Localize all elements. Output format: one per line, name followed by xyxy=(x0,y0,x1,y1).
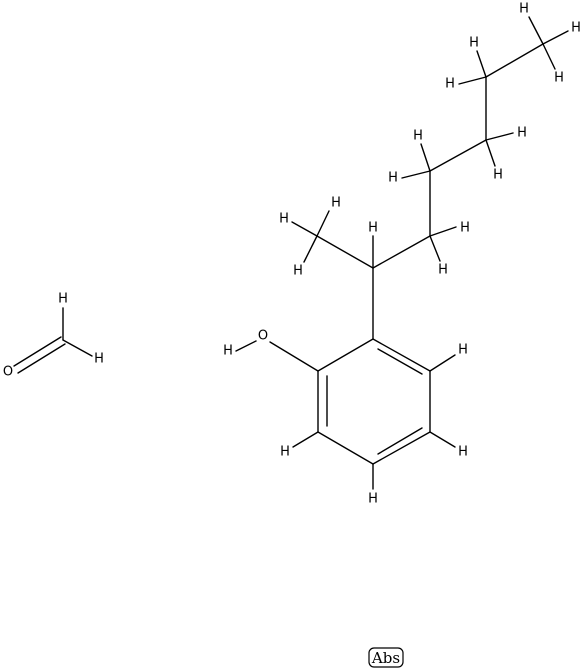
chain-bond-c3-c4 xyxy=(429,139,487,172)
ch-methyl-1 xyxy=(291,221,318,237)
o-h-bond xyxy=(235,340,257,352)
chain-h-label: H xyxy=(331,196,341,211)
formaldehyde-oxygen-label: O xyxy=(3,365,13,380)
ring-ch-bond-ur xyxy=(429,354,456,372)
chain-h-label: H xyxy=(368,221,378,236)
ch-c4-a xyxy=(485,132,514,141)
ch-methyl-3 xyxy=(303,235,318,263)
ring-h-lower-right-label: H xyxy=(458,445,468,460)
chain-h-label: H xyxy=(519,2,529,17)
ch-c4-b xyxy=(485,139,496,167)
benzene-ring: H H H H xyxy=(280,338,468,507)
ring-h-bottom-label: H xyxy=(368,492,378,507)
ch-c3-a xyxy=(401,170,431,179)
chain-h-label: H xyxy=(493,168,503,183)
ch-c5-b xyxy=(476,50,487,78)
alkyl-chain: H H H H H H H H H H H H H H H xyxy=(279,2,581,340)
ch-c5-a xyxy=(458,76,487,85)
ch-bond-right xyxy=(62,339,93,357)
chain-bond-c5-c6 xyxy=(485,43,544,78)
ring-h-lower-left-label: H xyxy=(280,445,290,460)
abs-flag-box xyxy=(368,647,404,668)
ch-c6-a xyxy=(528,16,544,45)
ring-bond-4 xyxy=(317,431,374,465)
chain-h-label: H xyxy=(554,71,564,86)
chain-h-label: H xyxy=(279,212,289,227)
ch-c3-b xyxy=(420,143,431,172)
chain-h-label: H xyxy=(571,21,581,36)
formaldehyde-molecule: O H H xyxy=(3,292,104,380)
ch-methyl-2 xyxy=(316,210,330,237)
ring-bond-6 xyxy=(317,338,374,372)
c-o-bond xyxy=(269,341,319,372)
ch-c2-a xyxy=(429,226,457,237)
chain-h-label: H xyxy=(293,264,303,279)
hydroxyl-group: O H xyxy=(223,329,319,372)
ch-c6-c xyxy=(542,43,556,70)
chain-h-label: H xyxy=(445,77,455,92)
chain-h-label: H xyxy=(388,171,398,186)
ring-ch-bond-ll xyxy=(292,431,319,448)
chain-h-label: H xyxy=(460,221,470,236)
ch-c2-b xyxy=(429,235,441,262)
ch-c6-b xyxy=(542,30,569,45)
formaldehyde-h-top-label: H xyxy=(58,292,68,307)
ring-bond-3-inner xyxy=(377,427,423,455)
chain-bond-c1-methyl xyxy=(316,235,374,269)
chain-h-label: H xyxy=(413,129,423,144)
ring-bond-1 xyxy=(372,338,431,372)
co-double-bond-a xyxy=(13,336,62,367)
ring-bond-3 xyxy=(372,431,431,465)
chain-h-label: H xyxy=(517,126,527,141)
chain-bond-c1-c2 xyxy=(372,235,431,269)
ring-ch-bond-lr xyxy=(429,431,456,448)
hydroxyl-oxygen-label: O xyxy=(258,329,268,344)
formaldehyde-h-right-label: H xyxy=(94,352,104,367)
hydroxyl-hydrogen-label: H xyxy=(223,344,233,359)
abs-stereo-flag: Abs xyxy=(368,647,404,668)
ring-bond-1-inner xyxy=(377,348,423,375)
co-double-bond-b xyxy=(17,343,66,374)
ring-h-upper-right-label: H xyxy=(458,343,468,358)
abs-flag-label: Abs xyxy=(371,649,400,667)
chain-h-label: H xyxy=(438,263,448,278)
chain-h-label: H xyxy=(469,36,479,51)
